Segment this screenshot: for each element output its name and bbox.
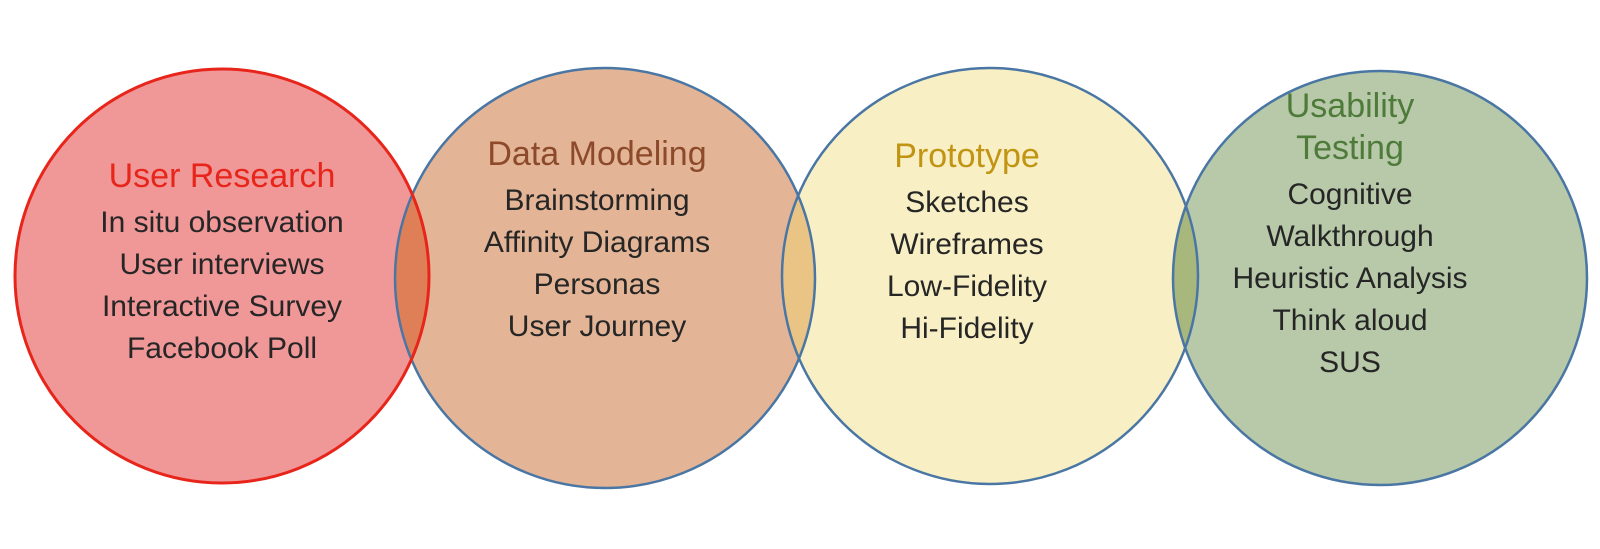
- usability-testing-item: Heuristic Analysis: [1232, 262, 1468, 295]
- data-modeling-item: Personas: [533, 268, 661, 301]
- usability-testing-title: Usability Testing: [1285, 87, 1415, 167]
- user-research-title: User Research: [108, 157, 336, 195]
- usability-testing-circle: [1173, 71, 1587, 485]
- usability-testing-label-block: Usability Testing Cognitive Walkthrough …: [1230, 85, 1470, 384]
- data-modeling-border: [393, 66, 817, 490]
- user-research-border: [13, 67, 431, 485]
- data-modeling-circle: [395, 68, 815, 488]
- user-research-circle: [15, 69, 429, 483]
- prototype-title: Prototype: [894, 137, 1040, 175]
- data-modeling-items: Brainstorming Affinity Diagrams Personas…: [427, 180, 767, 348]
- prototype-label-block: Prototype Sketches Wireframes Low-Fideli…: [817, 135, 1117, 350]
- usability-testing-item: Think aloud: [1272, 304, 1428, 337]
- data-modeling-item: Brainstorming: [504, 184, 690, 217]
- usability-testing-item: Cognitive Walkthrough: [1266, 178, 1434, 253]
- data-modeling-item: User Journey: [507, 310, 687, 343]
- user-research-label-block: User Research In situ observation User i…: [62, 155, 382, 370]
- prototype-items: Sketches Wireframes Low-Fidelity Hi-Fide…: [817, 182, 1117, 350]
- prototype-item: Hi-Fidelity: [900, 312, 1034, 345]
- prototype-circle: [782, 68, 1198, 484]
- user-research-item: Interactive Survey: [101, 290, 343, 323]
- user-research-item: In situ observation: [100, 206, 344, 239]
- user-research-items: In situ observation User interviews Inte…: [62, 202, 382, 370]
- user-research-item: User interviews: [119, 248, 325, 281]
- data-modeling-item: Affinity Diagrams: [483, 226, 711, 259]
- data-modeling-label-block: Data Modeling Brainstorming Affinity Dia…: [427, 133, 767, 348]
- usability-testing-item: SUS: [1319, 346, 1381, 379]
- data-modeling-title: Data Modeling: [487, 135, 707, 173]
- prototype-border: [780, 66, 1200, 486]
- prototype-item: Low-Fidelity: [886, 270, 1048, 303]
- prototype-item: Wireframes: [890, 228, 1044, 261]
- usability-testing-border: [1171, 69, 1589, 487]
- usability-testing-items: Cognitive Walkthrough Heuristic Analysis…: [1230, 174, 1470, 384]
- user-research-item: Facebook Poll: [126, 332, 318, 365]
- prototype-item: Sketches: [905, 186, 1029, 219]
